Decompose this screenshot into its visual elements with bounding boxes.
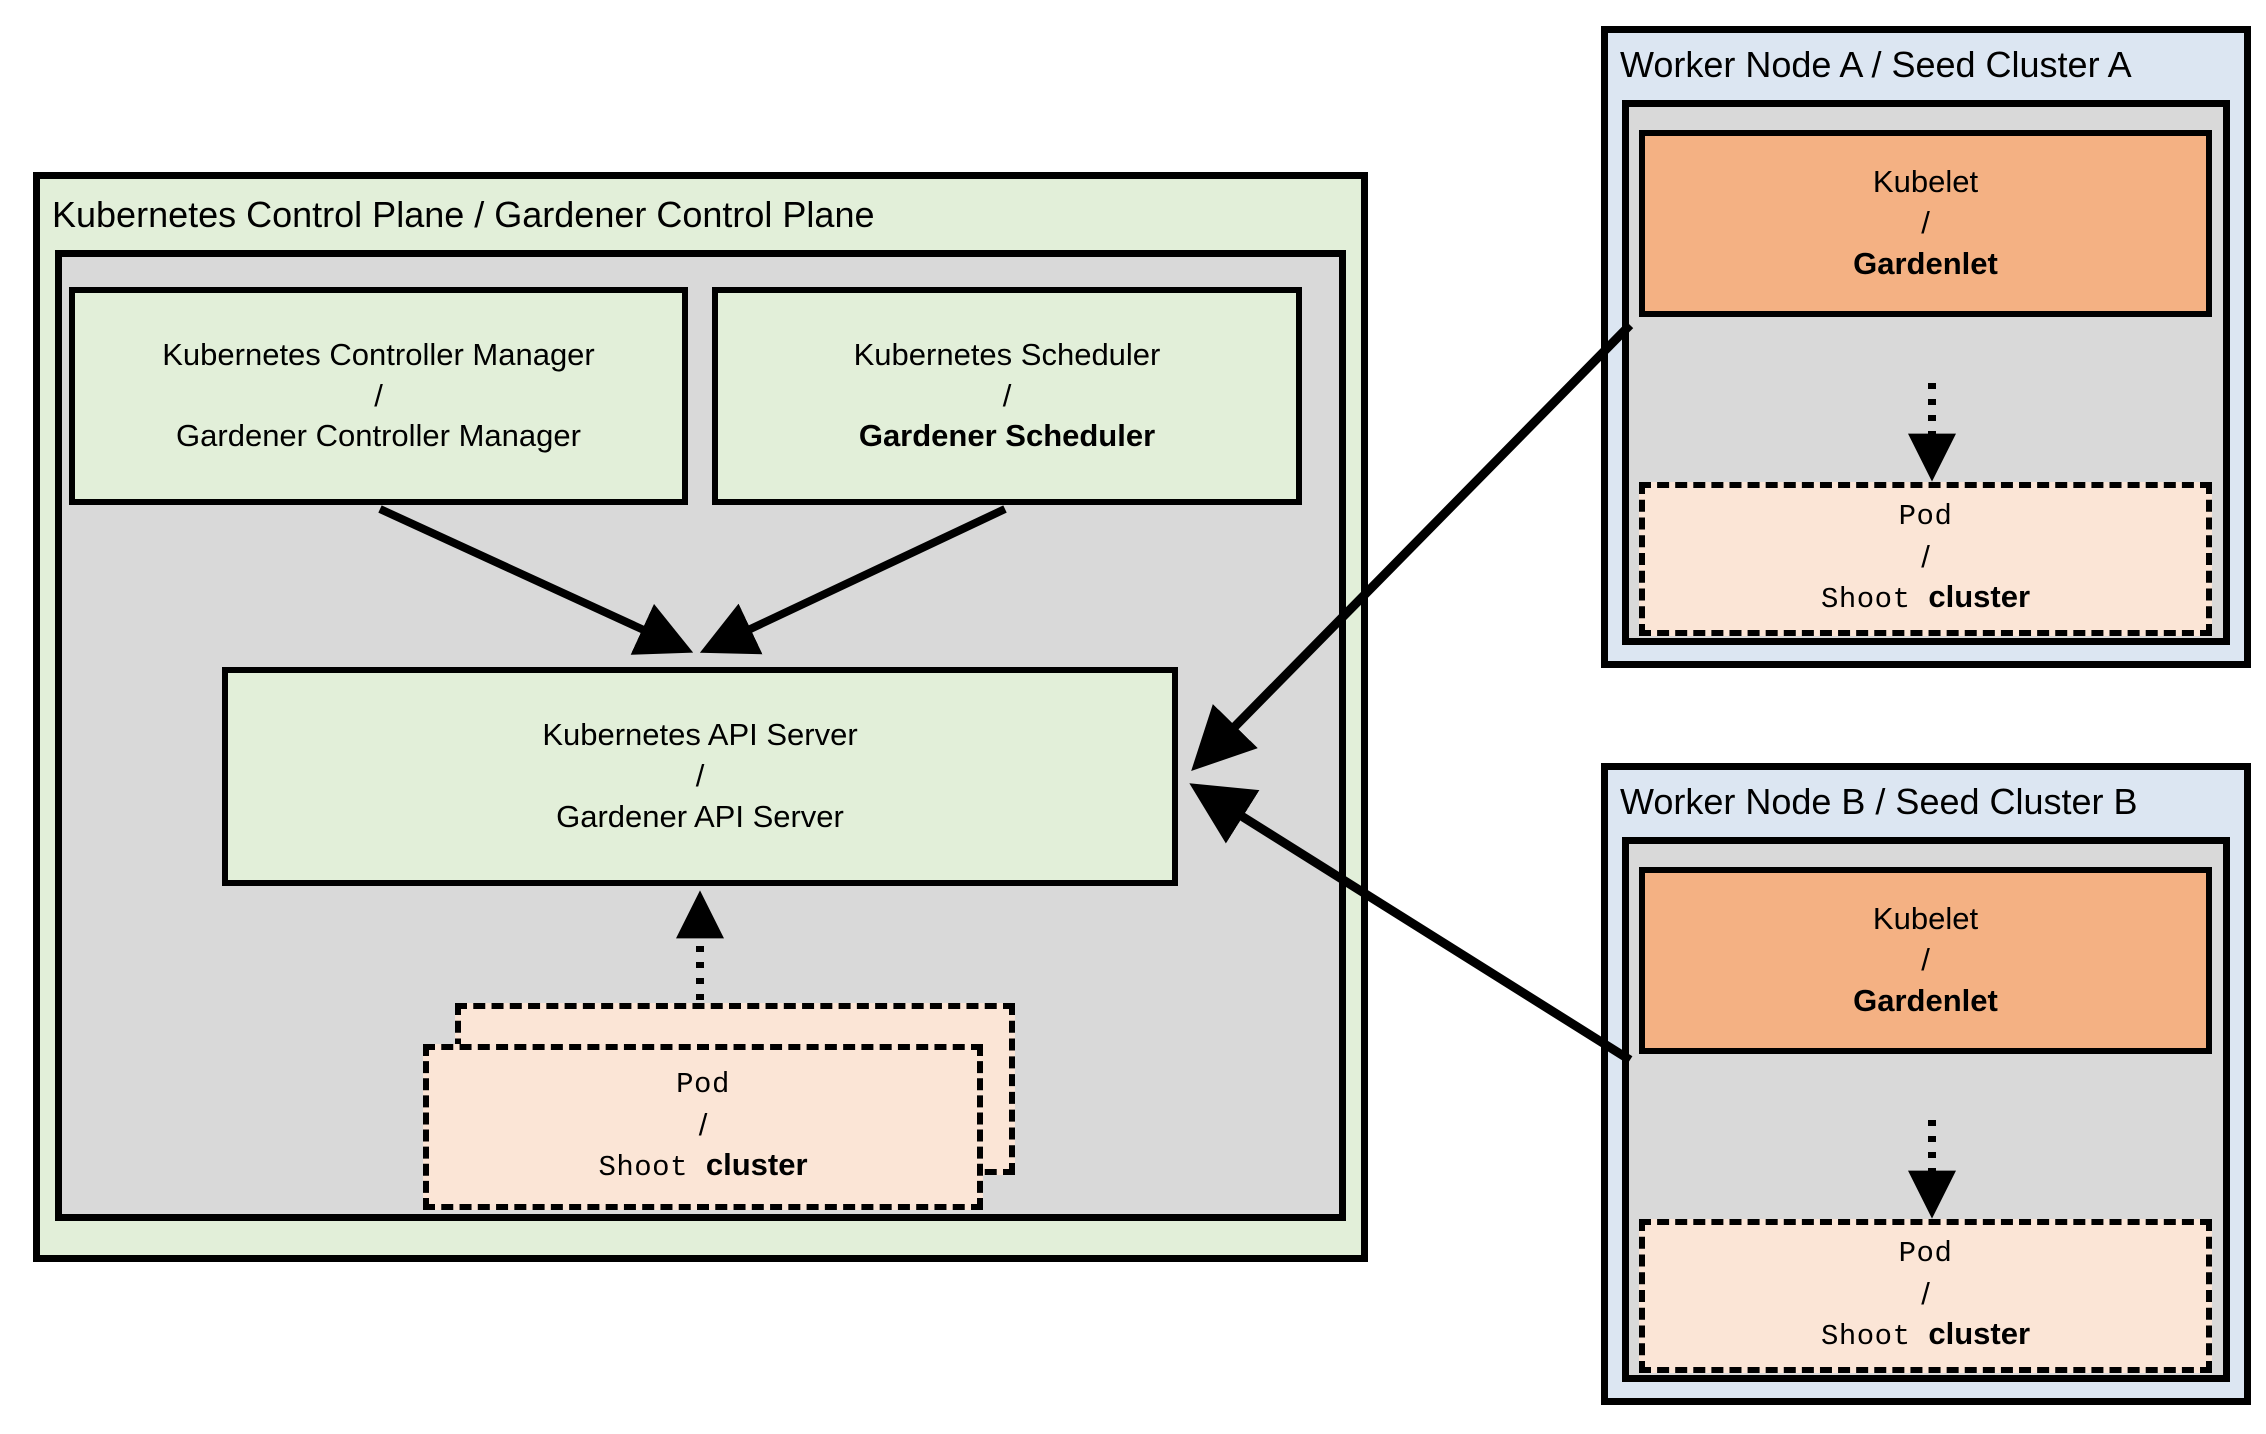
worker-a-pod-line2-bold: cluster	[1928, 579, 2031, 615]
control-plane-title: Kubernetes Control Plane / Gardener Cont…	[52, 194, 875, 235]
control-plane-pod-line2-bold: cluster	[705, 1147, 808, 1183]
worker-b-pod-line2-mono: Shoot	[1820, 1320, 1929, 1354]
worker-a-pod-line1: Pod	[1898, 500, 1953, 534]
control-plane-pod-line1: Pod	[676, 1068, 730, 1102]
worker-b-pod-line1: Pod	[1898, 1237, 1953, 1271]
controller-manager-line2: Gardener Controller Manager	[176, 418, 581, 454]
worker-b-pod-separator: /	[1921, 1275, 1930, 1311]
scheduler-line2: Gardener Scheduler	[858, 418, 1156, 454]
kubernetes-scheduler-box[interactable]: Kubernetes Scheduler / Gardener Schedule…	[712, 287, 1302, 505]
worker-a-kubelet-line2: Gardenlet	[1853, 245, 1998, 281]
controller-manager-separator: /	[374, 377, 383, 413]
worker-b-kubelet-line2: Gardenlet	[1853, 982, 1998, 1018]
scheduler-line1: Kubernetes Scheduler	[853, 336, 1161, 372]
worker-node-b-kubelet-box[interactable]: Kubelet / Gardenlet	[1639, 867, 2212, 1054]
worker-a-pod-line2-mono: Shoot	[1820, 583, 1929, 617]
worker-a-pod-line2: Shoot cluster	[1821, 577, 2030, 619]
control-plane-pod-line2: Shoot cluster	[598, 1145, 807, 1187]
worker-node-a-title: Worker Node A / Seed Cluster A	[1620, 44, 2132, 85]
control-plane-pod-box[interactable]: Pod / Shoot cluster	[423, 1044, 983, 1210]
worker-b-pod-line2-bold: cluster	[1928, 1316, 2031, 1352]
worker-node-b-pod-box[interactable]: Pod / Shoot cluster	[1639, 1219, 2212, 1373]
control-plane-pod-separator: /	[698, 1106, 708, 1142]
api-server-line2: Gardener API Server	[556, 798, 844, 834]
controller-manager-line1: Kubernetes Controller Manager	[162, 336, 595, 372]
worker-b-pod-line2: Shoot cluster	[1821, 1314, 2030, 1356]
worker-a-kubelet-line1: Kubelet	[1872, 164, 1979, 200]
kubernetes-api-server-box[interactable]: Kubernetes API Server / Gardener API Ser…	[222, 667, 1178, 886]
worker-node-a-kubelet-box[interactable]: Kubelet / Gardenlet	[1639, 130, 2212, 317]
worker-node-a-pod-box[interactable]: Pod / Shoot cluster	[1639, 482, 2212, 636]
control-plane-pod-line2-mono: Shoot	[598, 1151, 706, 1185]
api-server-line1: Kubernetes API Server	[542, 717, 858, 753]
worker-a-kubelet-separator: /	[1921, 205, 1930, 241]
worker-a-pod-separator: /	[1921, 538, 1930, 574]
scheduler-separator: /	[1002, 377, 1012, 413]
worker-b-kubelet-separator: /	[1921, 942, 1930, 978]
worker-node-b-title: Worker Node B / Seed Cluster B	[1620, 781, 2138, 822]
kubernetes-controller-manager-box[interactable]: Kubernetes Controller Manager / Gardener…	[69, 287, 688, 505]
worker-b-kubelet-line1: Kubelet	[1872, 901, 1979, 937]
api-server-separator: /	[695, 758, 705, 794]
